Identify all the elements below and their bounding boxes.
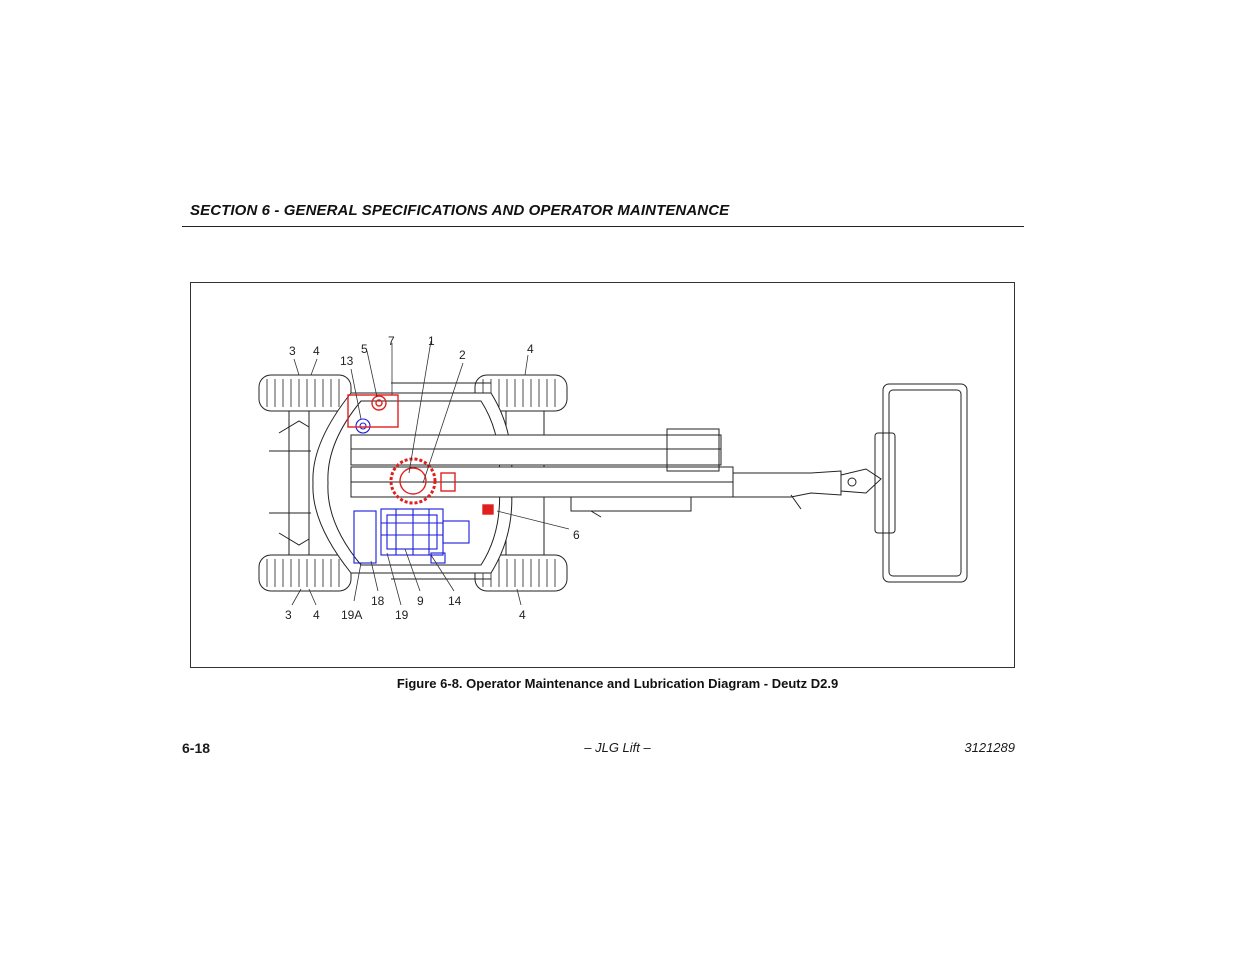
callout-2: 2: [459, 348, 466, 362]
callout-1: 1: [428, 334, 435, 348]
callout-7: 7: [388, 334, 395, 348]
callout-4-top-left: 4: [313, 344, 320, 358]
callout-4-bottom-left: 4: [313, 608, 320, 622]
lubrication-points: [347, 394, 494, 515]
figure-frame: 3 4 13 5 7 1 2 4 6 3 4 19A 18 19 9 14 4: [190, 282, 1015, 668]
engine-assembly: [353, 418, 470, 564]
callout-5: 5: [361, 342, 368, 356]
platform: [874, 383, 968, 583]
tire-top-left: [258, 374, 352, 412]
footer-brand: – JLG Lift –: [584, 740, 651, 755]
document-number: 3121289: [964, 740, 1015, 755]
callout-6: 6: [573, 528, 580, 542]
callout-13: 13: [340, 354, 354, 368]
tire-bottom-left: [258, 554, 352, 592]
callout-14: 14: [448, 594, 462, 608]
callout-4-bottom-right: 4: [519, 608, 526, 622]
callout-3-top: 3: [289, 344, 296, 358]
callout-18: 18: [371, 594, 385, 608]
header-divider: [182, 226, 1024, 227]
callout-leaders: [291, 340, 570, 606]
callout-19a: 19A: [341, 608, 362, 622]
figure-caption: Figure 6-8. Operator Maintenance and Lub…: [396, 676, 839, 691]
callout-9: 9: [417, 594, 424, 608]
tire-top-right: [474, 374, 568, 412]
page-number: 6-18: [182, 740, 211, 756]
platform-rotator: [840, 468, 882, 494]
lubrication-diagram: 3 4 13 5 7 1 2 4 6 3 4 19A 18 19 9 14 4: [258, 334, 968, 622]
callout-3-bottom: 3: [285, 608, 292, 622]
section-title: SECTION 6 - GENERAL SPECIFICATIONS AND O…: [190, 202, 730, 219]
callout-4-top-right: 4: [527, 342, 534, 356]
callout-19: 19: [395, 608, 409, 622]
